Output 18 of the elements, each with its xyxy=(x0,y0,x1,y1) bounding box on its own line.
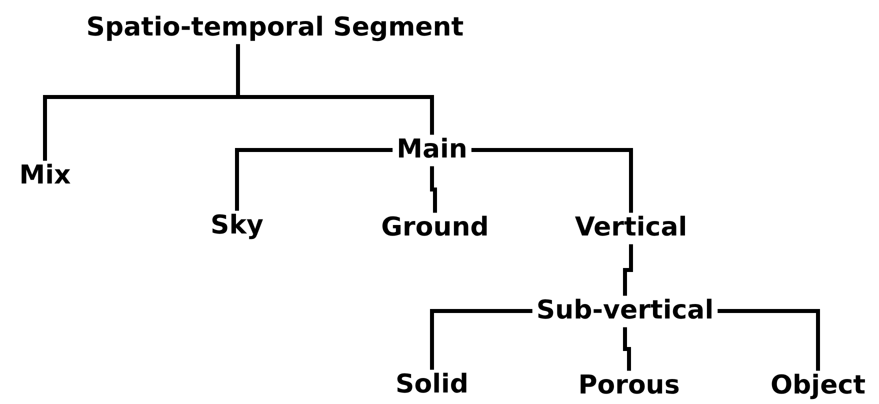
connector-line xyxy=(623,244,633,296)
tree-label: Object xyxy=(770,372,866,400)
connector-line xyxy=(235,148,393,211)
tree-label: Sky xyxy=(210,212,264,240)
tree-label: Solid xyxy=(395,370,469,400)
connector-line xyxy=(430,309,532,370)
tree-label: Main xyxy=(396,136,468,164)
tree-label: Mix xyxy=(19,162,71,190)
connector-line xyxy=(623,327,631,371)
connector-line xyxy=(471,148,633,213)
connector-line xyxy=(430,166,437,213)
connector-line xyxy=(718,309,820,371)
tree-label: Spatio-temporal Segment xyxy=(86,14,464,42)
tree-label: Vertical xyxy=(574,214,688,242)
tree-label: Ground xyxy=(381,214,489,242)
tree-label: Porous xyxy=(578,372,680,400)
tree-label: Sub-vertical xyxy=(536,296,714,326)
connector-line xyxy=(236,44,434,135)
